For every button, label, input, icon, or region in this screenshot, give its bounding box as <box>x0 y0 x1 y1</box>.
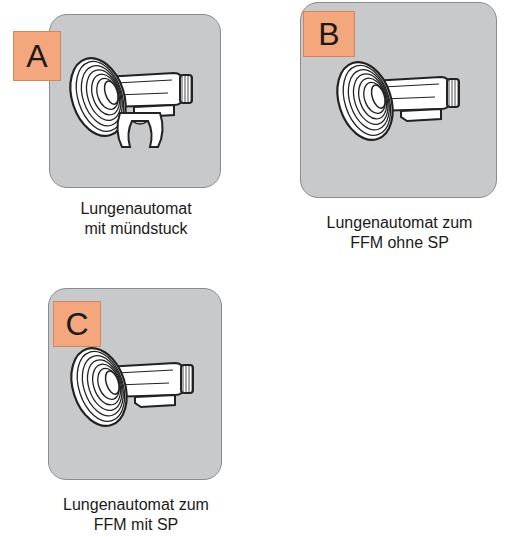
letter-tag: A <box>13 31 61 81</box>
device-panel: ALungenautomat mit mündstuck <box>49 14 221 188</box>
letter-tag: B <box>303 11 355 57</box>
device-panel: CLungenautomat zum FFM mit SP <box>48 288 222 480</box>
caption: Lungenautomat zum FFM ohne SP <box>312 213 488 253</box>
regulator-illustration <box>56 29 216 169</box>
device-panel: BLungenautomat zum FFM ohne SP <box>300 2 497 198</box>
regulator-illustration <box>323 39 483 167</box>
letter-tag: C <box>53 301 101 347</box>
caption: Lungenautomat zum FFM mit SP <box>48 495 224 535</box>
caption: Lungenautomat mit mündstuck <box>72 199 200 239</box>
